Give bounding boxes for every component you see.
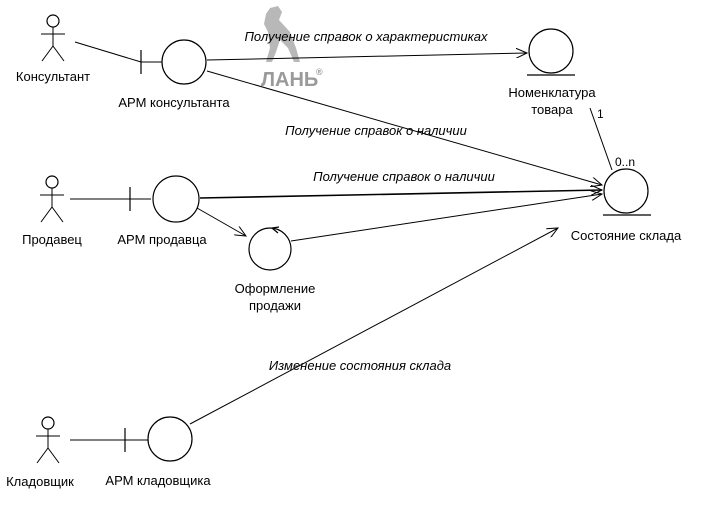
deer-icon: [264, 6, 300, 62]
message-label-availability-consultant: Получение справок о наличии: [285, 123, 467, 138]
message-label-availability-seller: Получение справок о наличии: [313, 169, 495, 184]
link-consultant-nomenclature: [206, 53, 527, 61]
boundary-storekeeper-workstation: АРМ кладовщика: [105, 416, 211, 488]
message-label-characteristics: Получение справок о характеристиках: [245, 29, 488, 44]
control-arrow-icon: [270, 226, 280, 234]
multiplicity-zero-to-n: 0..n: [615, 155, 635, 169]
actor-label: Продавец: [22, 232, 82, 247]
boundary-label: АРМ продавца: [117, 232, 207, 247]
stick-figure-icon: [41, 14, 65, 62]
link-consultant-stock: [206, 70, 602, 185]
watermark-text: ЛАНЬ: [261, 69, 318, 91]
entity-label-line2: товара: [531, 102, 573, 117]
watermark-logo: ЛАНЬ ®: [261, 6, 323, 91]
link-storekeeper-stock: [189, 228, 558, 425]
control-sale-processing: Оформление продажи: [235, 226, 316, 313]
control-label-line2: продажи: [249, 298, 301, 313]
boundary-label: АРМ консультанта: [118, 95, 230, 110]
actor-seller: Продавец: [22, 175, 82, 247]
control-label-line1: Оформление: [235, 281, 316, 296]
watermark-registered-mark: ®: [316, 67, 323, 77]
link-nomenclature-stock: [589, 107, 613, 171]
stick-figure-icon: [36, 416, 60, 464]
stick-figure-icon: [40, 175, 64, 223]
actor-storekeeper: Кладовщик: [6, 416, 74, 489]
link-seller-sale: [196, 207, 246, 236]
message-label-stock-change: Изменение состояния склада: [269, 358, 451, 373]
entity-stock-state: Состояние склада: [571, 168, 682, 243]
link-seller-stock: [199, 190, 602, 199]
entity-product-nomenclature: Номенклатура товара: [508, 28, 596, 117]
boundary-label: АРМ кладовщика: [105, 473, 211, 488]
boundary-seller-workstation: АРМ продавца: [117, 175, 207, 247]
assoc-consultant: [74, 41, 142, 63]
actor-label: Кладовщик: [6, 474, 74, 489]
multiplicity-one: 1: [597, 107, 604, 121]
boundary-consultant-workstation: АРМ консультанта: [118, 39, 230, 110]
actor-label: Консультант: [16, 69, 90, 84]
entity-label: Состояние склада: [571, 228, 682, 243]
entity-label-line1: Номенклатура: [508, 85, 596, 100]
link-sale-stock: [290, 194, 602, 242]
actor-consultant: Консультант: [16, 14, 90, 84]
